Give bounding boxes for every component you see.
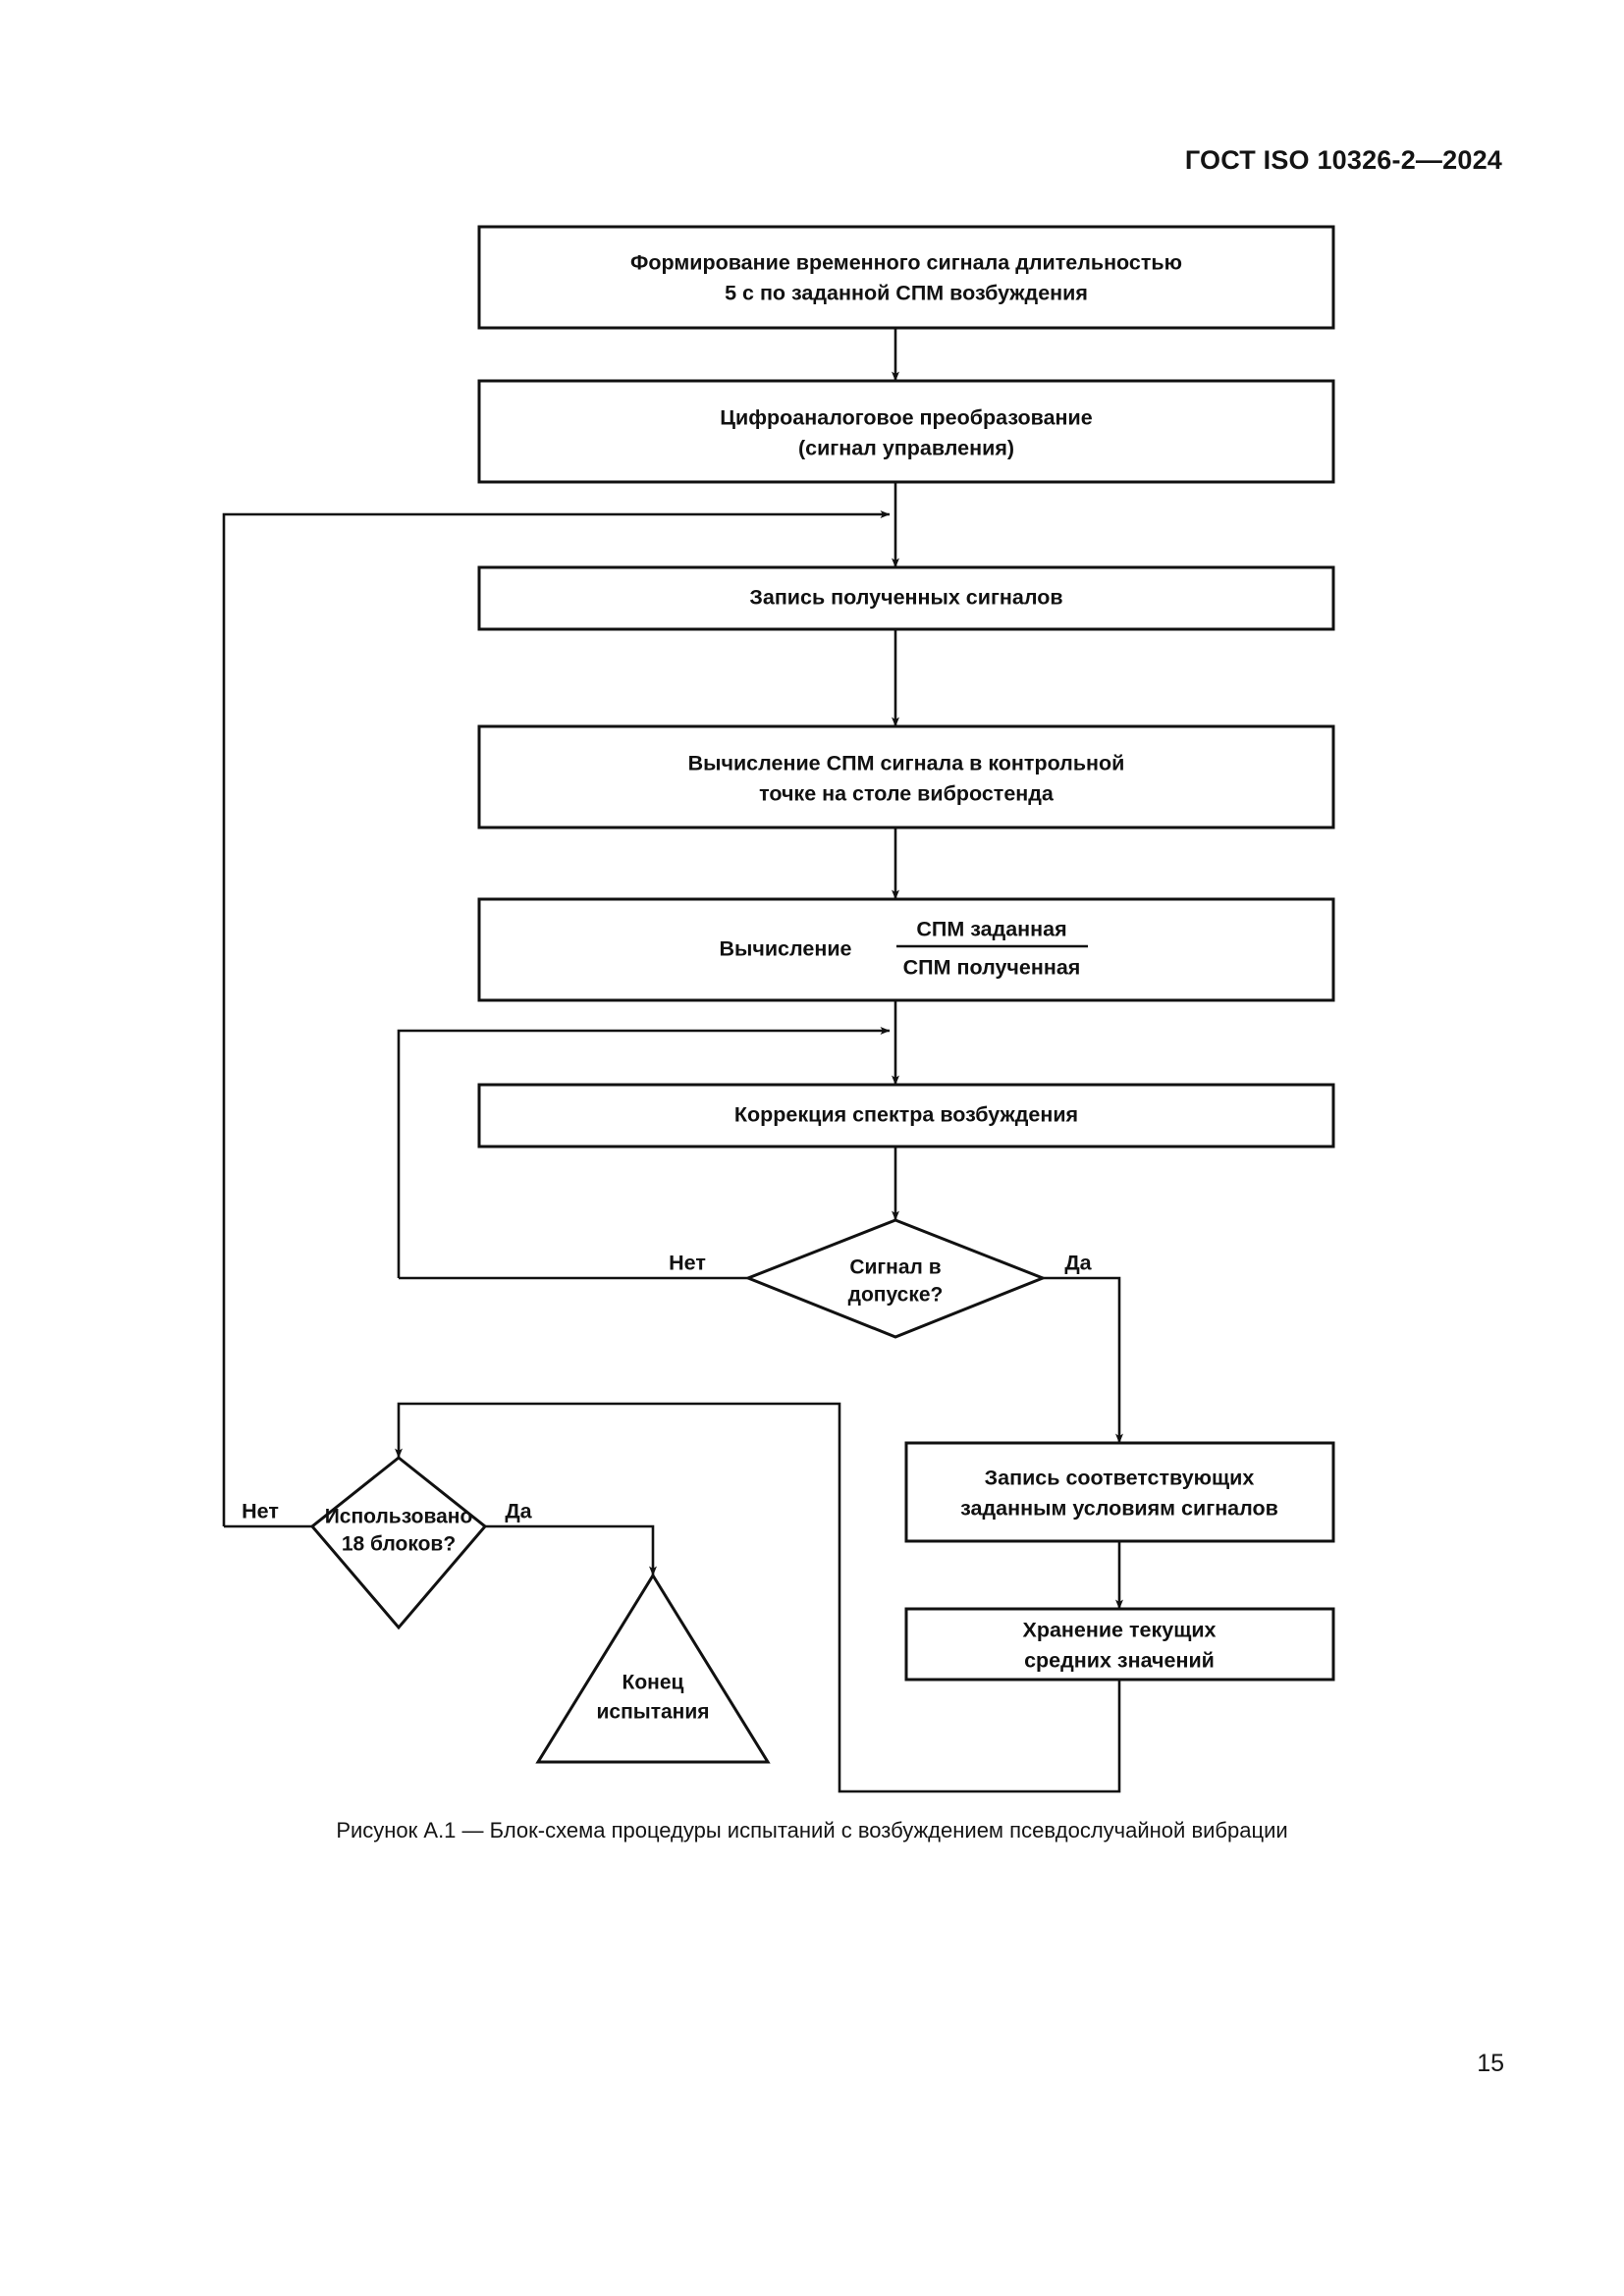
node-generate-signal-line1: Формирование временного сигнала длительн… — [630, 251, 1182, 275]
flowchart-connectors — [222, 328, 1123, 1793]
node-signal-in-tolerance[interactable]: Сигнал в допуске? Нет Да — [669, 1218, 1093, 1339]
node-dac-box[interactable] — [477, 379, 1335, 484]
node-compute-ratio-numerator: СПМ заданная — [916, 918, 1066, 941]
node-store-averages[interactable]: Хранение текущих средних значений — [904, 1607, 1335, 1682]
figure-caption: Рисунок А.1 — Блок-схема процедуры испыт… — [336, 1818, 1288, 1842]
node-end-test-line2: испытания — [596, 1701, 709, 1724]
node-record-signals-line1: Запись полученных сигналов — [749, 586, 1062, 610]
node-compute-ratio-prefix: Вычисление — [719, 937, 851, 961]
node-correct-spectrum-box[interactable] — [477, 1083, 1335, 1148]
node-blocks-used[interactable]: Использовано 18 блоков? Нет Да — [242, 1456, 533, 1630]
flowchart-figure: Формирование временного сигнала длительн… — [222, 225, 1335, 1793]
node-compute-psd-box[interactable] — [477, 724, 1335, 829]
connector-blocks-no-loop — [222, 510, 891, 1526]
node-generate-signal-box[interactable] — [477, 225, 1335, 330]
page-number: 15 — [1477, 2050, 1504, 2077]
connector-tolerance-no-loop — [397, 1027, 891, 1278]
node-blocks-used-diamond[interactable] — [309, 1456, 488, 1630]
node-store-averages-line2: средних значений — [1024, 1649, 1215, 1673]
node-blocks-used-line1: Использовано — [325, 1506, 473, 1528]
connector-tolerance-yes-branch — [1043, 1276, 1123, 1444]
node-signal-in-tolerance-label-no: Нет — [669, 1252, 706, 1275]
node-blocks-used-label-yes: Да — [505, 1500, 532, 1523]
connector-blocks-yes-branch — [485, 1524, 657, 1576]
node-dac-line1: Цифроаналоговое преобразование — [720, 406, 1092, 430]
node-compute-ratio-denominator: СПМ полученная — [903, 956, 1081, 980]
node-end-test-triangle[interactable] — [535, 1573, 771, 1764]
node-compute-psd-line1: Вычисление СПМ сигнала в контрольной — [688, 752, 1125, 775]
page-header-standard-number: ГОСТ ISO 10326-2—2024 — [1184, 145, 1502, 175]
node-dac[interactable]: Цифроаналоговое преобразование (сигнал у… — [477, 379, 1335, 484]
node-record-matching-box[interactable] — [904, 1441, 1335, 1543]
node-signal-in-tolerance-label-yes: Да — [1064, 1252, 1092, 1275]
node-store-averages-line1: Хранение текущих — [1022, 1619, 1216, 1642]
node-signal-in-tolerance-line2: допуске? — [848, 1284, 944, 1307]
connector-store-to-blocks-diamond — [395, 1402, 1121, 1793]
node-blocks-used-line2: 18 блоков? — [342, 1533, 456, 1556]
node-signal-in-tolerance-line1: Сигнал в — [849, 1256, 941, 1279]
node-store-averages-box[interactable] — [904, 1607, 1335, 1682]
node-compute-psd-line2: точке на столе вибростенда — [759, 782, 1055, 806]
node-correct-spectrum[interactable]: Коррекция спектра возбуждения — [477, 1083, 1335, 1148]
node-record-matching-line1: Запись соответствующих — [985, 1467, 1255, 1490]
node-compute-ratio[interactable]: Вычисление СПМ заданная СПМ полученная — [477, 897, 1335, 1002]
node-end-test-line1: Конец — [623, 1672, 684, 1694]
node-record-signals[interactable]: Запись полученных сигналов — [477, 565, 1335, 631]
node-record-matching[interactable]: Запись соответствующих заданным условиям… — [904, 1441, 1335, 1543]
node-record-signals-box[interactable] — [477, 565, 1335, 631]
node-signal-in-tolerance-diamond[interactable] — [743, 1218, 1048, 1339]
node-correct-spectrum-line1: Коррекция спектра возбуждения — [734, 1103, 1078, 1127]
node-dac-line2: (сигнал управления) — [798, 437, 1014, 460]
node-record-matching-line2: заданным условиям сигналов — [960, 1497, 1278, 1521]
node-compute-ratio-box[interactable] — [477, 897, 1335, 1002]
node-compute-psd[interactable]: Вычисление СПМ сигнала в контрольной точ… — [477, 724, 1335, 829]
node-generate-signal-line2: 5 с по заданной СПМ возбуждения — [725, 282, 1088, 305]
node-generate-signal[interactable]: Формирование временного сигнала длительн… — [477, 225, 1335, 330]
node-end-test[interactable]: Конец испытания — [535, 1573, 771, 1764]
node-blocks-used-label-no: Нет — [242, 1500, 279, 1523]
